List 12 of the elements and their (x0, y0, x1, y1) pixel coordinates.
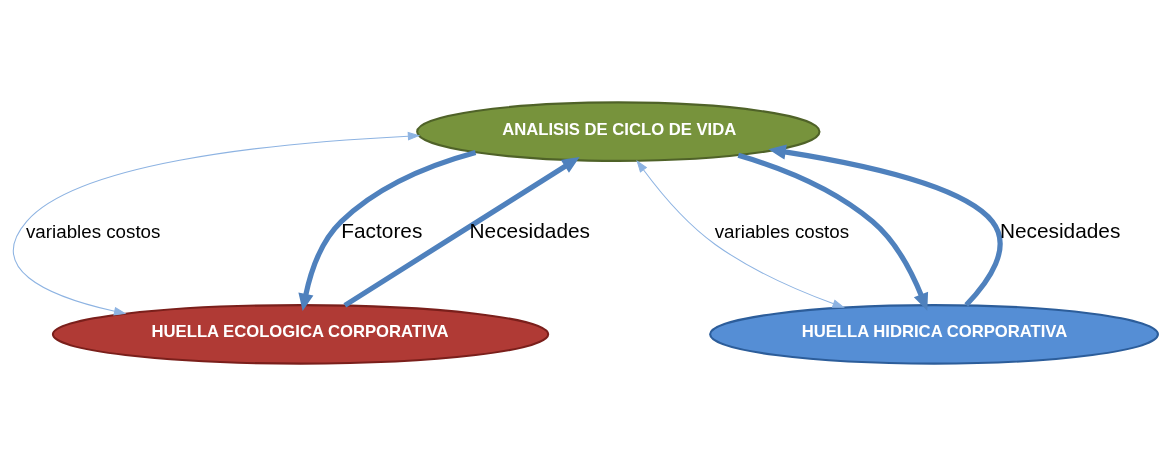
edge-label: variables costos (25, 220, 161, 242)
edge-label: Factores (341, 218, 423, 242)
node-ellipse: HUELLA HIDRICA CORPORATIVA (709, 303, 1159, 365)
edge-label: variables costos (714, 220, 850, 242)
arrow (636, 159, 845, 308)
edge-label: Necesidades (999, 218, 1121, 242)
arrow (737, 152, 929, 311)
arrow (768, 143, 1003, 307)
arrow (298, 149, 477, 311)
edge-label: Necesidades (469, 218, 590, 242)
arrow (12, 131, 421, 315)
arrow (343, 156, 580, 308)
